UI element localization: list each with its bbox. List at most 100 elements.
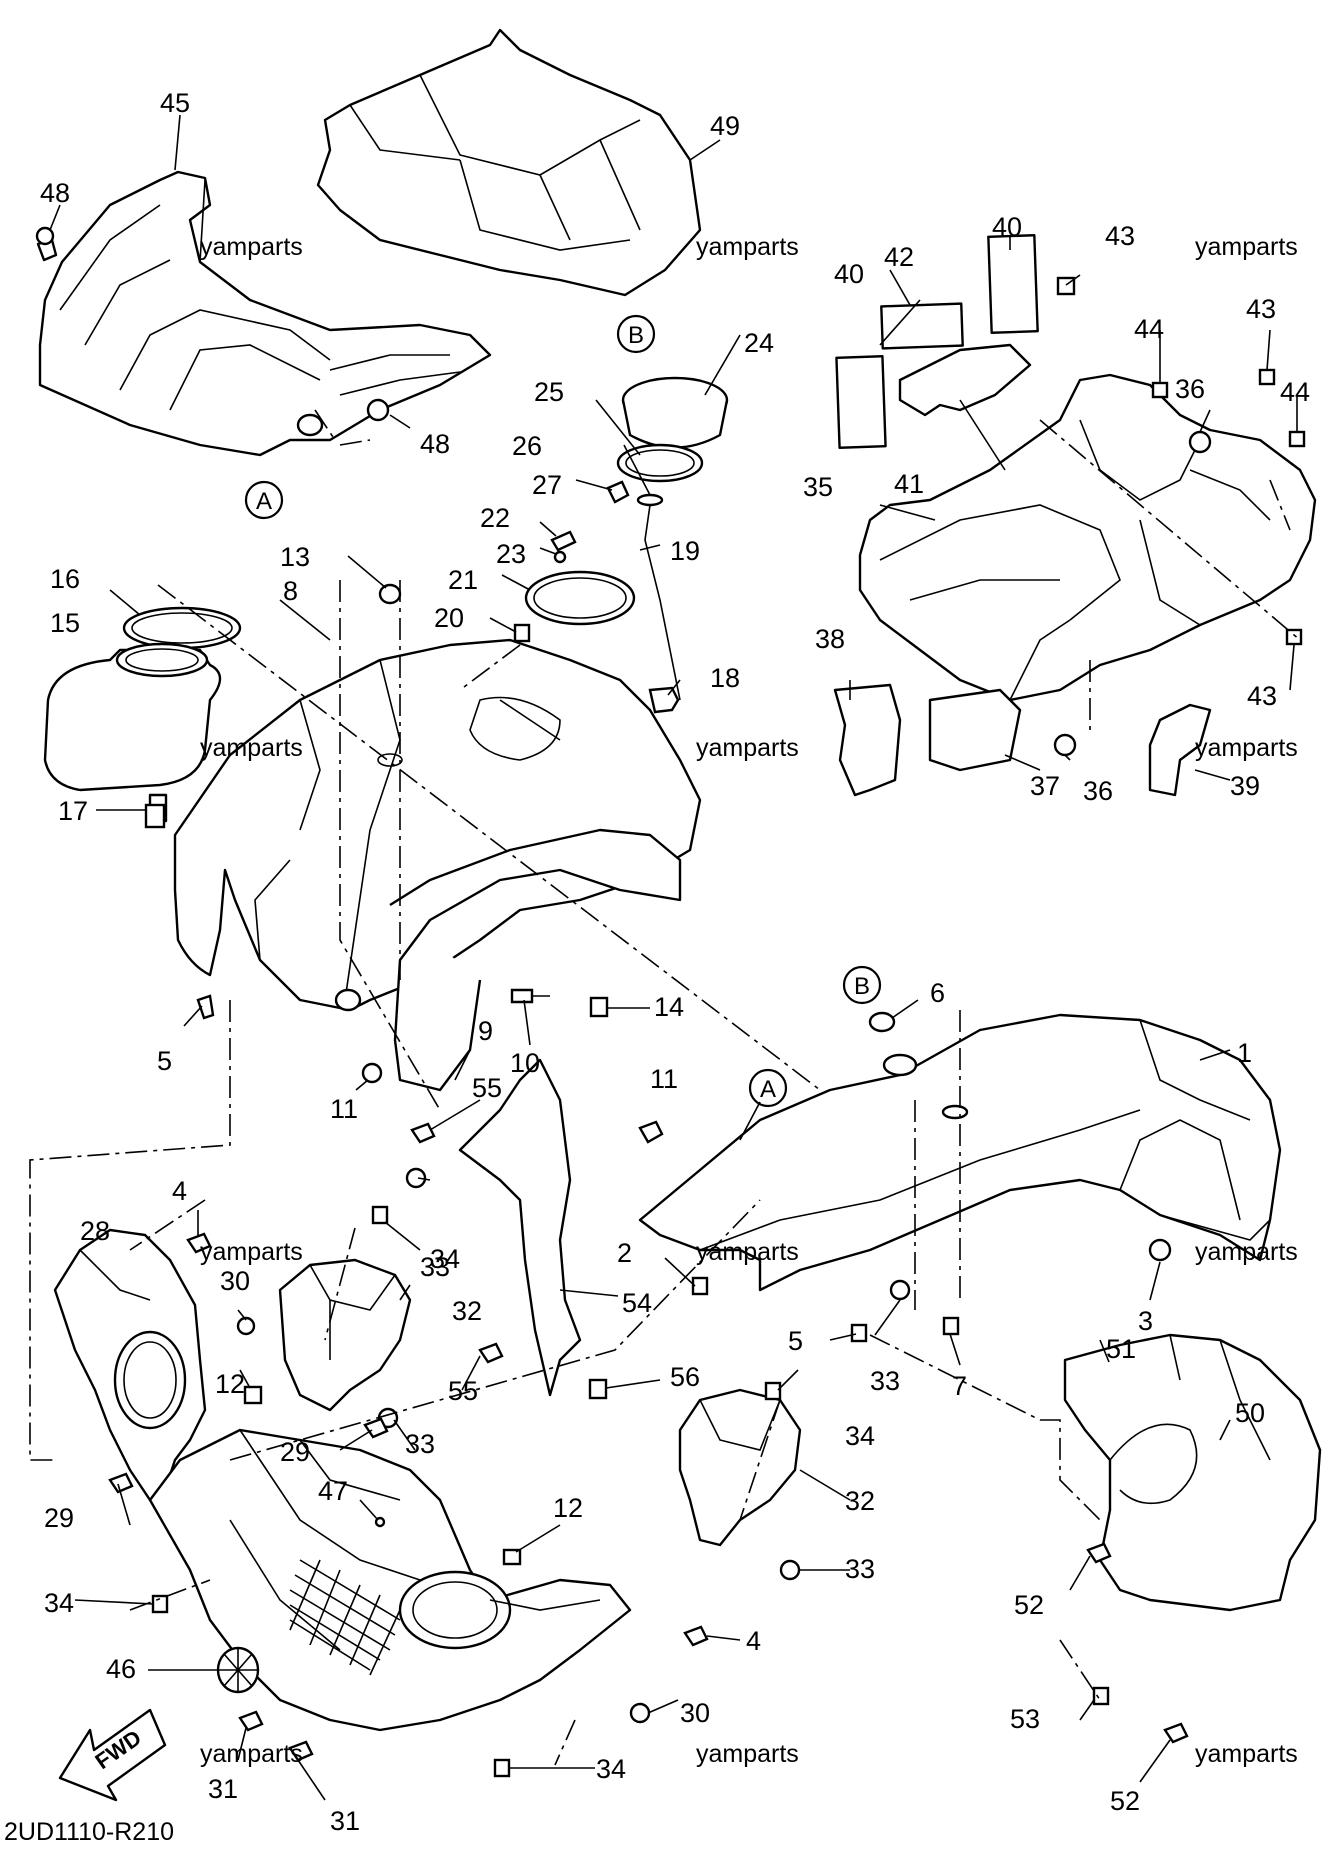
part-number: 37	[1030, 771, 1060, 801]
headlight-housing-part-28	[53, 1228, 207, 1502]
diagram-code: 2UD1110-R210	[4, 1818, 174, 1846]
part-number: 29	[280, 1437, 310, 1467]
part-number: 11	[650, 1064, 678, 1094]
part-number: 12	[553, 1493, 583, 1523]
part-number: 51	[1106, 1334, 1136, 1364]
tank-part-15	[43, 642, 222, 823]
part-number: 48	[40, 178, 70, 208]
part-number: 5	[157, 1046, 172, 1076]
part-numbers: 1 2 3 4 4 5 5 6 7 8 9 10 11 11 12 12 13 …	[40, 88, 1310, 1836]
part-number: 49	[710, 111, 740, 141]
part-number: 19	[670, 536, 700, 566]
part-number: 6	[930, 978, 945, 1008]
part-number: 14	[654, 992, 684, 1022]
part-number: 10	[510, 1048, 540, 1078]
part-number: 40	[992, 212, 1022, 242]
part-number: 2	[617, 1238, 632, 1268]
lower-front-cover	[148, 1428, 632, 1732]
rear-box-part-35	[858, 373, 1317, 702]
part-number: 27	[532, 470, 562, 500]
part-number: 48	[420, 429, 450, 459]
rings-parts-16-21	[122, 570, 636, 650]
watermark: yamparts	[200, 1238, 303, 1266]
callout-letter-b: B	[854, 973, 870, 1000]
part-number: 55	[472, 1073, 502, 1103]
part-number: 55	[448, 1376, 478, 1406]
part-number: 44	[1134, 314, 1164, 344]
part-number: 32	[452, 1296, 482, 1326]
callout-letters: A B B A	[256, 322, 870, 1103]
part-number: 25	[534, 377, 564, 407]
part-number: 43	[1105, 221, 1135, 251]
callout-circles	[244, 314, 882, 1108]
part-number: 34	[430, 1244, 460, 1274]
part-number: 34	[596, 1754, 626, 1784]
part-number: 7	[952, 1371, 967, 1401]
bracket-part-32-lower	[678, 1388, 802, 1547]
callout-letter-a: A	[760, 1076, 776, 1103]
part-number: 23	[496, 539, 526, 569]
part-number: 30	[680, 1698, 710, 1728]
part-number: 31	[330, 1806, 360, 1836]
part-number: 34	[44, 1588, 74, 1618]
guards-parts-37-38-39	[833, 683, 1212, 797]
part-number: 26	[512, 431, 542, 461]
part-number: 46	[106, 1654, 136, 1684]
part-number: 33	[845, 1554, 875, 1584]
fwd-arrow-icon: FWD	[58, 1708, 167, 1802]
part-number: 28	[80, 1216, 110, 1246]
part-number: 42	[884, 242, 914, 272]
part-number: 20	[434, 603, 464, 633]
watermark: yamparts	[1195, 1238, 1298, 1266]
mats-parts-40-41-42	[835, 234, 1039, 449]
part-number: 33	[870, 1366, 900, 1396]
flap-parts-50-51	[1063, 1333, 1322, 1612]
part-number: 1	[1237, 1038, 1252, 1068]
part-number: 35	[803, 472, 833, 502]
part-number: 30	[220, 1266, 250, 1296]
watermark: yamparts	[1195, 1740, 1298, 1768]
part-number: 44	[1280, 377, 1310, 407]
part-number: 45	[160, 88, 190, 118]
watermark: yamparts	[1195, 734, 1298, 762]
part-number: 47	[318, 1476, 348, 1506]
inner-panel-part-54	[458, 1058, 582, 1397]
part-number: 18	[710, 663, 740, 693]
part-number: 52	[1110, 1786, 1140, 1816]
callout-letter-a: A	[256, 488, 272, 515]
part-number: 17	[58, 796, 88, 826]
part-number: 12	[215, 1369, 245, 1399]
part-number: 43	[1247, 681, 1277, 711]
front-panel-part-45	[38, 170, 492, 457]
fasteners	[35, 226, 1306, 1778]
part-number: 24	[744, 328, 774, 358]
part-number: 4	[746, 1626, 761, 1656]
leader-lines	[29, 114, 1301, 1801]
watermark: yamparts	[696, 233, 799, 261]
part-number: 39	[1230, 771, 1260, 801]
watermark: yamparts	[696, 734, 799, 762]
watermark: yamparts	[200, 1740, 303, 1768]
part-number: 16	[50, 564, 80, 594]
part-number: 4	[172, 1176, 187, 1206]
part-number: 22	[480, 503, 510, 533]
watermark: yamparts	[1195, 233, 1298, 261]
part-number: 40	[834, 259, 864, 289]
part-number: 9	[478, 1016, 493, 1046]
part-number: 32	[845, 1486, 875, 1516]
part-number: 3	[1138, 1306, 1153, 1336]
part-number: 54	[622, 1288, 652, 1318]
part-number: 8	[283, 576, 298, 606]
front-cover-part-8	[173, 638, 702, 1092]
watermark: yamparts	[200, 734, 303, 762]
watermark: yamparts	[696, 1740, 799, 1768]
part-number: 36	[1175, 374, 1205, 404]
part-number: 13	[280, 542, 310, 572]
part-number: 33	[420, 1252, 450, 1282]
part-number: 29	[44, 1503, 74, 1533]
part-number: 21	[448, 565, 478, 595]
callout-letter-b: B	[628, 322, 644, 349]
part-number: 41	[894, 469, 924, 499]
watermark: yamparts	[696, 1238, 799, 1266]
